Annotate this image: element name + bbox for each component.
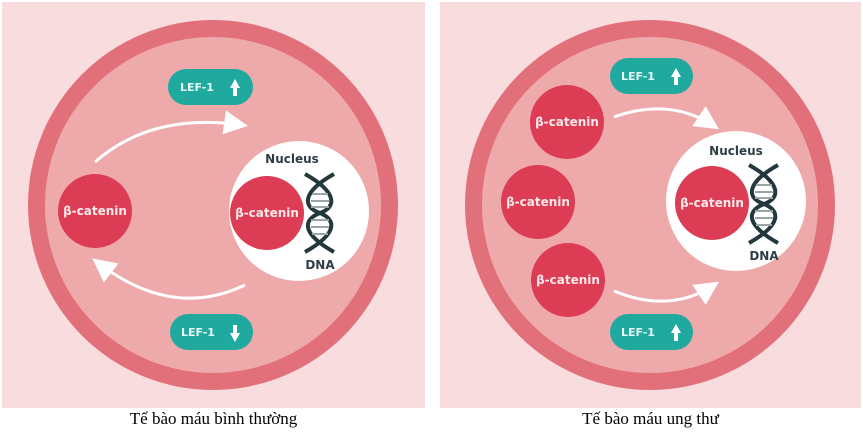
arrow-up-icon	[671, 324, 681, 341]
beta-catenin-cytoplasm: β-catenin	[530, 85, 604, 159]
arrow-to-nucleus-bottom	[613, 281, 720, 305]
lef1-label: LEF-1	[621, 326, 655, 339]
beta-catenin-cytoplasm: β-catenin	[58, 174, 132, 248]
arrow-up-icon	[230, 79, 240, 96]
cytoplasm	[45, 37, 381, 373]
cancer-cell-diagram: LEF-1 β-catenin β-catenin β-catenin Nucl…	[465, 20, 835, 390]
beta-catenin-label: β-catenin	[680, 196, 744, 210]
arrow-up-icon	[671, 68, 681, 85]
beta-catenin-label: β-catenin	[235, 206, 299, 220]
beta-catenin-cytoplasm: β-catenin	[501, 165, 575, 239]
beta-catenin-nuclear	[230, 176, 304, 250]
cancer-cell-panel: LEF-1 β-catenin β-catenin β-catenin Nucl…	[440, 2, 861, 408]
lef1-label: LEF-1	[181, 326, 215, 339]
nucleus: Nucleus β-catenin DNA	[666, 131, 806, 271]
arrow-to-nucleus-top	[613, 106, 720, 130]
dna-label: DNA	[305, 258, 335, 272]
dna-helix-icon	[748, 163, 779, 245]
arrow-from-nucleus	[92, 258, 246, 300]
nucleus-label: Nucleus	[709, 144, 763, 158]
lef1-badge-bottom: LEF-1	[610, 314, 693, 350]
dna-helix-icon	[304, 172, 335, 254]
caption-normal-cell: Tế bào máu bình thường	[129, 409, 298, 428]
arrow-to-nucleus	[94, 110, 248, 164]
normal-cell-panel: LEF-1 β-catenin Nucleus β-catenin DNA	[2, 2, 425, 408]
normal-cell-diagram: LEF-1 β-catenin Nucleus β-catenin DNA	[28, 20, 398, 390]
nucleus: Nucleus β-catenin DNA	[229, 141, 369, 281]
beta-catenin-label: β-catenin	[535, 115, 599, 129]
lef1-badge-top: LEF-1	[168, 69, 253, 105]
beta-catenin-label: β-catenin	[506, 195, 570, 209]
beta-catenin-label: β-catenin	[63, 204, 127, 218]
beta-catenin-cytoplasm: β-catenin	[531, 243, 605, 317]
nucleus-label: Nucleus	[265, 152, 319, 166]
lef1-label: LEF-1	[621, 70, 655, 83]
arrow-down-icon	[230, 325, 240, 342]
dna-label: DNA	[749, 249, 779, 263]
beta-catenin-nuclear	[675, 166, 749, 240]
caption-cancer-cell: Tế bào máu ung thư	[582, 409, 719, 428]
lef1-badge-top: LEF-1	[610, 58, 693, 94]
lef1-label: LEF-1	[180, 81, 214, 94]
lef1-badge-bottom: LEF-1	[170, 314, 253, 350]
beta-catenin-label: β-catenin	[536, 273, 600, 287]
